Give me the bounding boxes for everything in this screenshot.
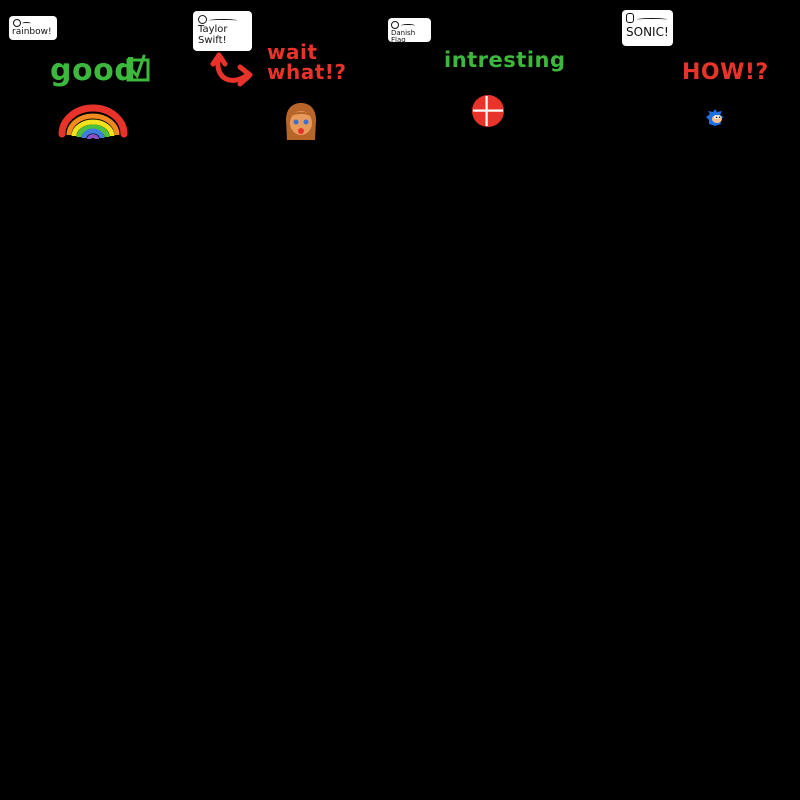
taylor-swift-face-icon [286, 103, 316, 140]
danish-flag-icon [472, 95, 504, 127]
reaction-text: HOW!? [682, 60, 769, 85]
panel-danish-flag: Danish Flag intresting [388, 0, 610, 160]
guess-bubble: Taylor Swift! [193, 11, 252, 51]
panel-rainbow: rainbow! good [0, 0, 190, 160]
username-scribble [22, 22, 31, 25]
guess-text: Taylor Swift! [198, 24, 228, 46]
reaction-text: wait what!? [267, 40, 347, 84]
sonic-icon [706, 109, 724, 126]
username-scribble [401, 24, 415, 27]
guess-bubble: Danish Flag [388, 18, 431, 45]
avatar-icon [391, 21, 399, 29]
username-scribble [637, 18, 667, 21]
guess-bubble: rainbow! [9, 16, 57, 40]
reaction-text: good [50, 53, 137, 88]
guess-bubble: SONIC! [622, 10, 673, 46]
guess-text: Danish Flag [391, 29, 416, 45]
reaction-text: intresting [444, 48, 566, 72]
panel-sonic: SONIC! HOW!? [610, 0, 800, 160]
curved-arrow-icon [210, 52, 253, 87]
guess-text: SONIC! [626, 25, 669, 39]
username-scribble [209, 19, 237, 22]
check-box-icon [126, 54, 150, 82]
avatar-icon [626, 13, 634, 23]
avatar-icon [13, 19, 21, 27]
avatar-icon [198, 15, 207, 24]
rainbow-icon [58, 104, 128, 140]
guess-text: rainbow! [12, 27, 52, 37]
panel-taylor-swift: Taylor Swift! wait what!? [190, 0, 390, 160]
